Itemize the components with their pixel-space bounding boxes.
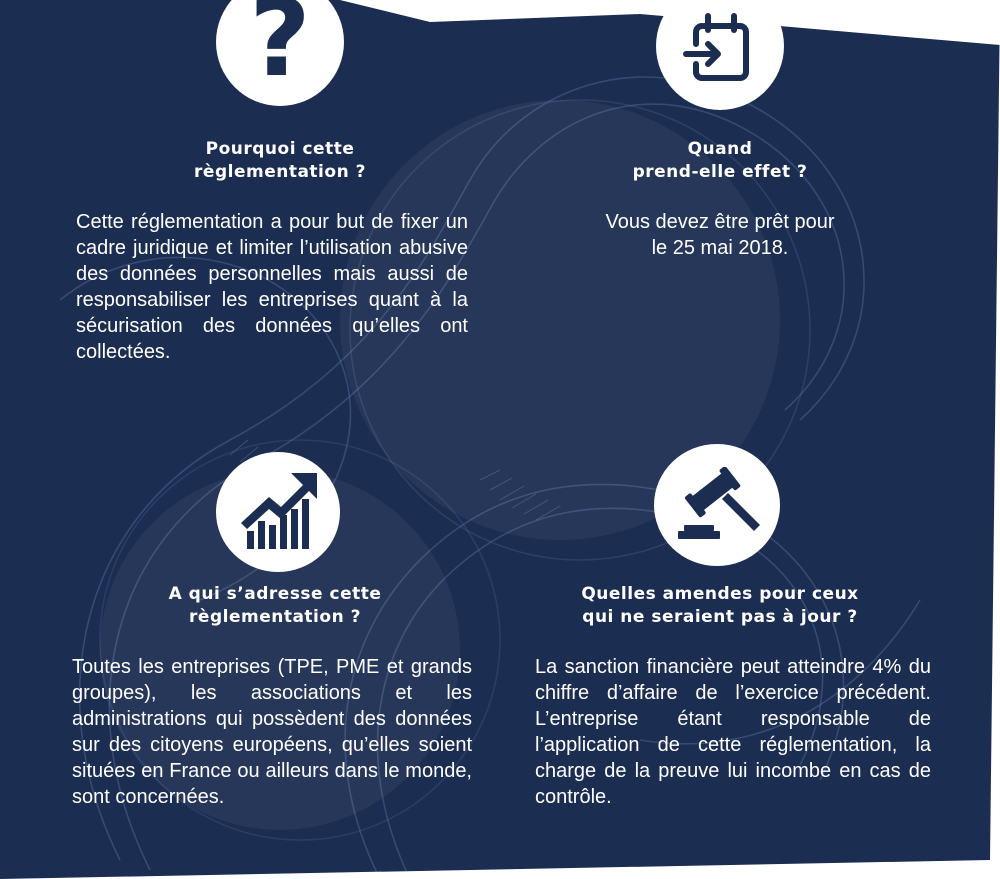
- section-title-amendes: Quelles amendes pour ceux qui ne seraien…: [581, 584, 859, 627]
- section-body-amendes: La sanction financière peut atteindre 4%…: [535, 656, 931, 808]
- section-title-quand: Quand prend-elle effet ?: [632, 139, 808, 182]
- calendar-icon-circle: [656, 0, 784, 110]
- calendar-enter-icon: [683, 13, 749, 81]
- section-body-quand: Vous devez être prêt pour le 25 mai 2018…: [605, 211, 835, 259]
- growth-icon-circle: [216, 452, 340, 572]
- section-body-pourquoi: Cette réglementation a pour but de fixer…: [76, 211, 468, 363]
- section-title-pourquoi: Pourquoi cette règlementation ?: [194, 139, 366, 182]
- section-title-a-qui: A qui s’adresse cette règlementation ?: [168, 584, 382, 627]
- growth-chart-icon: [241, 473, 317, 549]
- gavel-icon: [678, 467, 760, 539]
- question-icon-circle: ?: [216, 0, 344, 106]
- question-mark-icon: ?: [249, 0, 311, 100]
- gavel-icon-circle: [654, 444, 780, 566]
- section-body-a-qui: Toutes les entreprises (TPE, PME et gran…: [72, 656, 472, 808]
